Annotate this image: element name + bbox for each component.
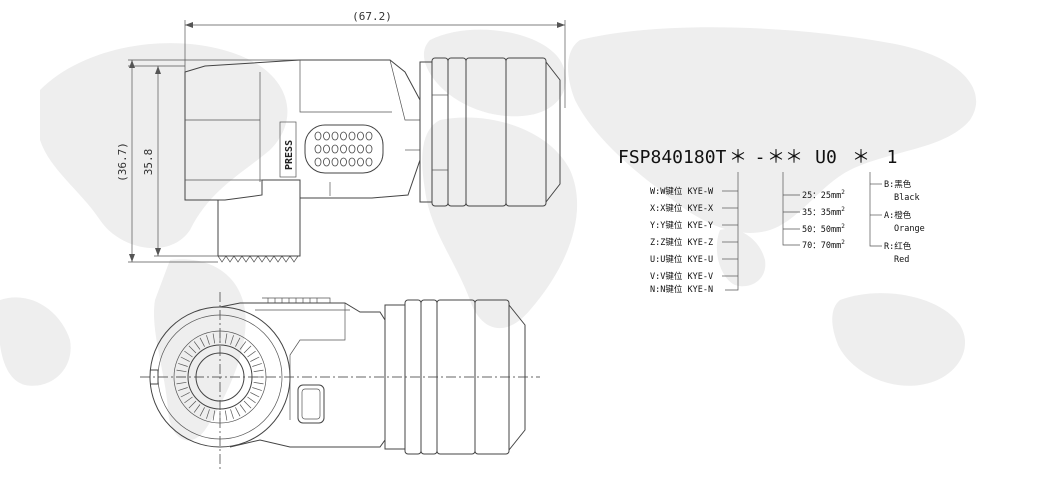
height-outer-dimension-label: (36.7) [116, 142, 129, 182]
grip-dot [340, 144, 347, 154]
gear-tooth [247, 350, 256, 358]
gear-tooth [235, 337, 241, 347]
color-option-name: Black [894, 193, 920, 203]
height-inner-dimension-label: 35.8 [142, 149, 155, 176]
gear-tooth [206, 409, 210, 419]
svg-text:FSP840180T: FSP840180T [618, 147, 727, 168]
grip-dot [314, 157, 322, 167]
ribbed-sleeve [419, 57, 561, 207]
grip-dot [365, 131, 373, 141]
world-map-watermark [0, 27, 977, 441]
grip-dot [331, 131, 339, 141]
key-option: Z:Z键位 KYE-Z [650, 237, 713, 248]
gear-tooth [199, 407, 205, 417]
gear-tooth [188, 345, 197, 354]
gear-tooth [188, 400, 197, 409]
key-option: U:U键位 KYE-U [650, 254, 713, 265]
part-number-scheme: FSP840180T ＊ - ＊＊ U0 ＊ 1 W:W键位 KYE-W X:X… [618, 147, 925, 295]
gear-tooth [178, 363, 188, 367]
gear-tooth [180, 356, 190, 362]
slot-color: ＊ [852, 147, 870, 168]
key-option: V:V键位 KYE-V [650, 271, 713, 282]
grip-dots [314, 131, 373, 167]
gear-tooth [184, 350, 193, 358]
gear-tooth [239, 404, 247, 413]
color-option-name: Red [894, 255, 909, 265]
gear-tooth [253, 381, 264, 385]
key-option: W:W键位 KYE-W [650, 186, 714, 197]
color-option-code: A:橙色 [884, 210, 912, 221]
gear-tooth [243, 400, 252, 409]
grip-dot [323, 157, 330, 167]
key-option: X:X键位 KYE-X [650, 203, 714, 214]
grip-dot [365, 144, 373, 154]
press-label: PRESS [284, 140, 295, 170]
gear-tooth [235, 407, 241, 417]
grip-dot [331, 144, 339, 154]
gear-tooth [193, 341, 201, 350]
grip-dot [314, 144, 322, 154]
size-option: 25：25mm2 [802, 189, 845, 201]
size-option: 70：70mm2 [802, 239, 845, 251]
grip-dot [314, 131, 322, 141]
grip-dot [340, 157, 347, 167]
key-options-list: W:W键位 KYE-W X:X键位 KYE-X Y:Y键位 KYE-Y Z:Z键… [650, 186, 738, 295]
gear-tooth [250, 356, 260, 362]
gear-tooth [212, 410, 216, 421]
gear-tooth [252, 363, 262, 367]
grip-dot [340, 131, 347, 141]
release-button [304, 124, 384, 174]
gear-tooth [178, 387, 188, 391]
front-view [140, 292, 540, 470]
gear-tooth [180, 392, 190, 398]
key-option: N:N键位 KYE-N [650, 284, 713, 295]
gear-tooth [247, 396, 256, 404]
gear-tooth [239, 341, 247, 350]
key-option: Y:Y键位 KYE-Y [650, 220, 713, 231]
grip-dot [331, 157, 339, 167]
gear-tooth [199, 337, 205, 347]
slot-key: ＊ [729, 147, 747, 168]
gear-tooth [193, 404, 201, 413]
gear-tooth [206, 335, 210, 345]
color-option-name: Orange [894, 224, 925, 234]
slot-u0: U0 [815, 147, 837, 168]
gear-tooth [230, 335, 234, 345]
gear-tooth [253, 369, 264, 373]
width-dimension-label: (67.2) [352, 10, 392, 23]
grip-dot [357, 131, 364, 141]
color-option-code: B:黑色 [884, 179, 912, 190]
slot-one: 1 [887, 147, 898, 168]
gear-tooth [250, 392, 260, 398]
gear-tooth [212, 333, 216, 344]
grip-dot [357, 157, 364, 167]
grip-dot [348, 144, 356, 154]
size-option: 35：35mm2 [802, 206, 845, 218]
gear-tooth [184, 396, 193, 404]
color-option-code: R:红色 [884, 241, 912, 252]
grip-dot [348, 131, 356, 141]
gear-tooth [243, 345, 252, 354]
gear-tooth [176, 381, 187, 385]
gear-tooth [224, 333, 228, 344]
slot-dash: - [755, 147, 766, 168]
part-number-prefix: FSP840180T [618, 147, 727, 168]
grip-dot [323, 131, 330, 141]
size-options-list: 25：25mm2 35：35mm2 50：50mm2 70：70mm2 [783, 189, 845, 251]
grip-dot [365, 157, 373, 167]
gear-tooth [176, 369, 187, 373]
slot-size: ＊＊ [767, 147, 803, 168]
side-view: (67.2) (36.7) 35.8 PRESS [116, 10, 566, 263]
grip-dot [348, 157, 356, 167]
gear-tooth [224, 410, 228, 421]
gear-tooth [252, 387, 262, 391]
grip-dot [357, 144, 364, 154]
color-options-list: B:黑色 Black A:橙色 Orange R:红色 Red [870, 179, 925, 265]
size-option: 50：50mm2 [802, 223, 845, 235]
gear-teeth [176, 333, 264, 421]
gear-tooth [230, 409, 234, 419]
grip-dot [323, 144, 330, 154]
